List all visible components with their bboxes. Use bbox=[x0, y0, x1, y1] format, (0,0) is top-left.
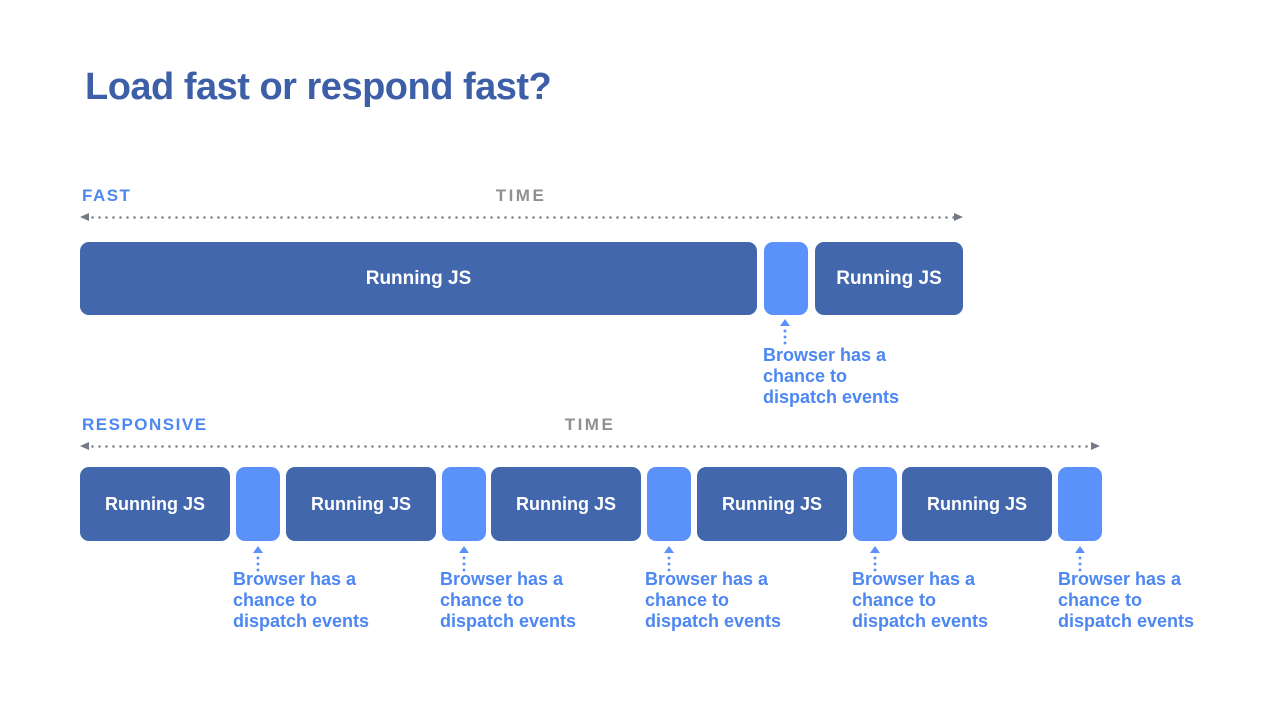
idle-gap-block bbox=[853, 467, 897, 541]
running-js-block: Running JS bbox=[80, 467, 230, 541]
running-js-block: Running JS bbox=[815, 242, 963, 315]
page-title: Load fast or respond fast? bbox=[85, 66, 552, 108]
time-axis-arrow-responsive bbox=[80, 442, 1100, 450]
idle-gap-block bbox=[1058, 467, 1102, 541]
running-js-block: Running JS bbox=[286, 467, 436, 541]
running-js-block: Running JS bbox=[697, 467, 847, 541]
annotation-dispatch-events: Browser has a chance to dispatch events bbox=[763, 345, 900, 407]
annotation-dispatch-events: Browser has a chance to dispatch events bbox=[852, 569, 989, 631]
timeline-responsive-label: RESPONSIVE bbox=[82, 415, 208, 434]
running-js-block: Running JS bbox=[902, 467, 1052, 541]
timeline-fast-label: FAST bbox=[82, 186, 132, 205]
up-arrow-icon bbox=[780, 319, 790, 345]
time-axis-label-fast: TIME bbox=[495, 186, 547, 205]
running-js-block: Running JS bbox=[491, 467, 641, 541]
idle-gap-block bbox=[442, 467, 486, 541]
annotation-dispatch-events: Browser has a chance to dispatch events bbox=[1058, 569, 1195, 631]
time-axis-arrow-fast bbox=[80, 213, 963, 221]
annotation-dispatch-events: Browser has a chance to dispatch events bbox=[440, 569, 577, 631]
idle-gap-block bbox=[647, 467, 691, 541]
annotation-dispatch-events: Browser has a chance to dispatch events bbox=[233, 569, 370, 631]
idle-gap-block bbox=[236, 467, 280, 541]
idle-gap-block bbox=[764, 242, 808, 315]
running-js-block: Running JS bbox=[80, 242, 757, 315]
time-axis-label-responsive: TIME bbox=[564, 415, 616, 434]
annotation-dispatch-events: Browser has a chance to dispatch events bbox=[645, 569, 782, 631]
